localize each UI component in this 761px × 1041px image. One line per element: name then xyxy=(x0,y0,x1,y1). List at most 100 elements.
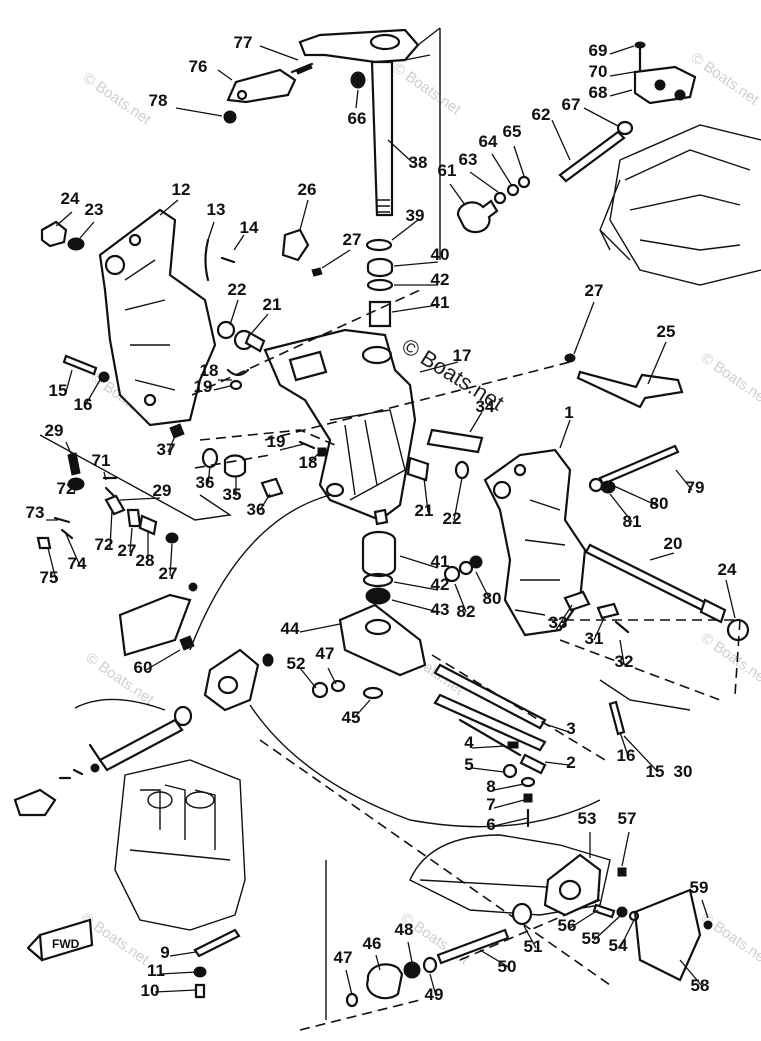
watermark: © Boats.net xyxy=(80,69,155,128)
callout-72: 72 xyxy=(57,479,76,498)
bushing-40 xyxy=(366,257,394,278)
grease-fittings xyxy=(226,228,323,391)
callout-46: 46 xyxy=(363,934,382,953)
dash-lower xyxy=(259,654,611,986)
spring-13 xyxy=(204,238,210,282)
callout-7: 7 xyxy=(486,795,495,814)
callout-75: 75 xyxy=(40,568,59,587)
bushing-41 xyxy=(368,300,392,328)
engine-cowl xyxy=(599,124,761,286)
callout-1: 1 xyxy=(564,403,573,422)
callout-39: 39 xyxy=(406,206,425,225)
callout-38: 38 xyxy=(409,153,428,172)
steering-arm xyxy=(298,27,441,260)
callout-19: 19 xyxy=(194,377,213,396)
callout-73: 73 xyxy=(26,503,45,522)
callout-21: 21 xyxy=(415,501,434,520)
callout-35: 35 xyxy=(223,485,242,504)
parts-54-56 xyxy=(592,903,640,922)
callout-37: 37 xyxy=(157,440,176,459)
watermark: © Boats.net xyxy=(688,49,761,108)
callout-29: 29 xyxy=(45,421,64,440)
callout-43: 43 xyxy=(431,600,450,619)
callout-72: 72 xyxy=(95,535,114,554)
callout-58: 58 xyxy=(691,976,710,995)
callout-52: 52 xyxy=(287,654,306,673)
dash-frame-30 xyxy=(548,619,741,701)
callout-76: 76 xyxy=(189,57,208,76)
callout-29: 29 xyxy=(153,481,172,500)
callout-14: 14 xyxy=(240,218,259,237)
callout-47: 47 xyxy=(334,948,353,967)
ring-42 xyxy=(366,278,394,292)
dash-line-left xyxy=(191,289,421,396)
callout-70: 70 xyxy=(589,62,608,81)
callout-22: 22 xyxy=(443,509,462,528)
callout-74: 74 xyxy=(68,554,87,573)
callout-3: 3 xyxy=(566,719,575,738)
callout-41: 41 xyxy=(431,293,450,312)
watermark: © Boats.net xyxy=(698,629,761,688)
nuts-82-80 xyxy=(443,555,483,583)
washer-43 xyxy=(365,587,391,605)
tilt-tubes-2-3 xyxy=(433,663,547,775)
callout-56: 56 xyxy=(558,916,577,935)
callout-55: 55 xyxy=(582,929,601,948)
bracket-60 xyxy=(118,582,198,657)
dash-line-upper xyxy=(264,361,571,441)
callout-61: 61 xyxy=(438,161,457,180)
callout-47: 47 xyxy=(316,644,335,663)
tube-22-21 xyxy=(216,320,266,353)
mount-46 xyxy=(345,956,438,1008)
callout-27: 27 xyxy=(118,541,137,560)
fwd-label: FWD xyxy=(52,937,80,951)
callout-2: 2 xyxy=(566,753,575,772)
callout-13: 13 xyxy=(207,200,226,219)
bolt-50-51 xyxy=(436,902,533,965)
leader-lines xyxy=(46,45,736,997)
callout-41: 41 xyxy=(431,552,450,571)
callout-10: 10 xyxy=(141,981,160,1000)
callout-60: 60 xyxy=(134,658,153,677)
callout-5: 5 xyxy=(464,755,473,774)
callout-44: 44 xyxy=(281,619,300,638)
plate-58 xyxy=(633,888,702,982)
steering-shaft xyxy=(370,60,394,217)
callout-68: 68 xyxy=(589,83,608,102)
callout-36: 36 xyxy=(247,500,266,519)
callout-11: 11 xyxy=(147,961,165,980)
bolts-4-8 xyxy=(502,741,536,828)
callout-81: 81 xyxy=(623,512,642,531)
callout-48: 48 xyxy=(395,920,414,939)
callout-80: 80 xyxy=(483,589,502,608)
bolt-79 xyxy=(598,444,680,486)
callout-labels: 7776786638394042411213142423262722211516… xyxy=(26,33,737,1004)
bolt-57 xyxy=(617,867,627,877)
bolt-14 xyxy=(220,256,236,264)
rod-62 xyxy=(558,120,634,183)
throttle-link-68 xyxy=(633,41,697,105)
callout-50: 50 xyxy=(498,957,517,976)
tiller-handle-25 xyxy=(564,353,684,409)
callout-26: 26 xyxy=(298,180,317,199)
washer-81 xyxy=(600,480,616,494)
callout-33: 33 xyxy=(549,613,568,632)
callout-24: 24 xyxy=(61,189,80,208)
callout-42: 42 xyxy=(431,575,450,594)
callout-22: 22 xyxy=(228,280,247,299)
collar-21-22 xyxy=(406,456,470,482)
callout-27: 27 xyxy=(159,564,178,583)
callout-25: 25 xyxy=(657,322,676,341)
callout-17: 17 xyxy=(453,346,472,365)
nut-52 xyxy=(311,681,329,699)
swivel-bracket xyxy=(263,328,417,526)
callout-32: 32 xyxy=(615,652,634,671)
callout-42: 42 xyxy=(431,270,450,289)
callout-78: 78 xyxy=(149,91,168,110)
watermark: © Boats.net xyxy=(390,59,465,118)
pin-34 xyxy=(426,428,484,454)
callout-15: 15 xyxy=(646,762,665,781)
ring-42-lower xyxy=(362,572,394,588)
leader-30 xyxy=(599,679,691,711)
